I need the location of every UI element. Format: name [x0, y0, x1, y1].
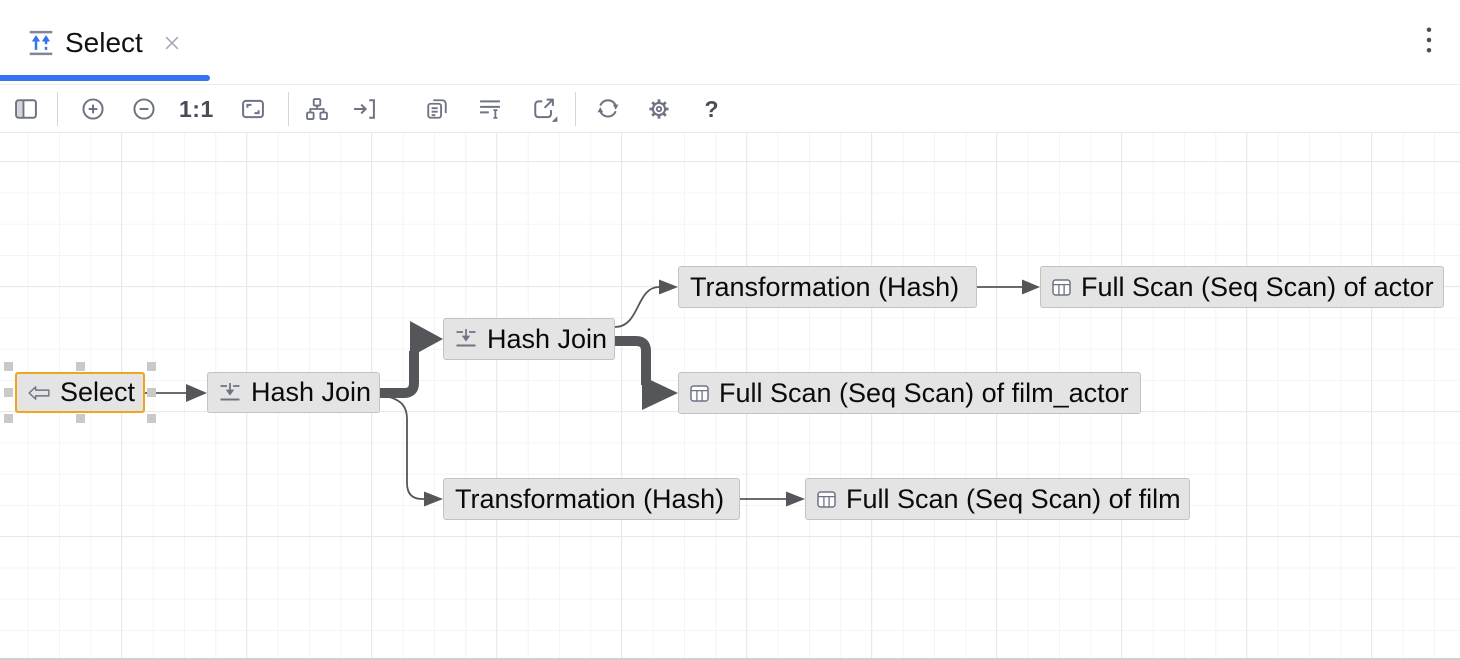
zoom-out-button[interactable]: [129, 94, 159, 124]
plan-node-full-scan-actor[interactable]: Full Scan (Seq Scan) of actor: [1040, 266, 1444, 308]
join-icon: [219, 382, 241, 404]
export-diagram-button[interactable]: [529, 94, 559, 124]
selection-handle[interactable]: [147, 388, 156, 397]
edge-hash-join-2-to-transformation-top: [614, 279, 678, 328]
refresh-button[interactable]: [593, 94, 623, 124]
edge-hash-join-1-to-transformation-bottom: [385, 395, 443, 507]
edge-hash-join-2-to-full-scan-film-actor: [615, 336, 678, 410]
selection-handle[interactable]: [4, 388, 13, 397]
toolbar-separator: [574, 92, 576, 126]
edges-layer: [145, 279, 1040, 507]
selection-handle[interactable]: [147, 362, 156, 371]
toolbar-separator: [57, 92, 58, 126]
settings-button[interactable]: [644, 94, 674, 124]
selection-handle[interactable]: [75, 414, 85, 423]
plan-node-hash-join-2[interactable]: Hash Join: [443, 318, 615, 360]
node-label: Hash Join: [251, 377, 372, 407]
settings-gear-icon: [645, 95, 673, 123]
node-label: Transformation (Hash): [690, 271, 960, 302]
arrowhead: [424, 491, 443, 507]
actual-size-button-label: 1:1: [179, 95, 214, 122]
plan-node-transformation-top[interactable]: Transformation (Hash): [678, 266, 977, 308]
tab-bar: Select: [0, 0, 1460, 85]
plan-node-full-scan-film-actor[interactable]: Full Scan (Seq Scan) of film_actor: [678, 372, 1141, 414]
refresh-icon: [594, 95, 622, 123]
execution-plan-icon: [26, 28, 56, 58]
arrowhead: [1022, 279, 1040, 295]
table-icon: [690, 384, 709, 402]
arrowhead: [410, 321, 443, 357]
selection-handle[interactable]: [4, 414, 13, 423]
node-label: Full Scan (Seq Scan) of actor: [1081, 271, 1434, 302]
focus-frame-icon: [350, 95, 378, 123]
panel-left-icon: [12, 95, 40, 123]
node-label: Hash Join: [487, 323, 608, 354]
panel-toggle-button[interactable]: [11, 94, 41, 124]
plan-node-transformation-bottom[interactable]: Transformation (Hash): [443, 478, 740, 520]
node-label: Full Scan (Seq Scan) of film_actor: [719, 377, 1129, 408]
export-icon: [530, 95, 558, 123]
arrowhead: [642, 376, 678, 410]
select-arrow-icon: [28, 385, 50, 401]
node-label: Select: [60, 377, 136, 407]
layout-hierarchy-icon: [303, 95, 331, 123]
arrowhead: [186, 384, 207, 402]
arrowhead: [659, 279, 678, 295]
toolbar-separator: [287, 92, 289, 126]
diagram-toolbar: 1:1?: [0, 86, 1460, 133]
zoom-in-icon: [79, 95, 107, 123]
arrowhead: [786, 491, 805, 507]
active-tab-indicator: [0, 75, 210, 81]
copy-diagram-button[interactable]: [422, 94, 452, 124]
copy-plan-icon: [423, 95, 451, 123]
scroll-to-source-button[interactable]: [349, 94, 379, 124]
edge-transformation-top-to-full-scan-actor: [977, 279, 1040, 295]
plan-node-hash-join-1[interactable]: Hash Join: [207, 372, 380, 413]
help-button[interactable]: ?: [697, 94, 727, 124]
apply-layout-button[interactable]: [302, 94, 332, 124]
table-icon: [817, 490, 836, 508]
zoom-in-button[interactable]: [78, 94, 108, 124]
plan-node-full-scan-film[interactable]: Full Scan (Seq Scan) of film: [805, 478, 1190, 520]
tab-select[interactable]: Select: [0, 0, 210, 85]
fit-content-icon: [239, 95, 267, 123]
actual-size-button[interactable]: 1:1: [179, 94, 214, 124]
plan-text-icon: [476, 95, 504, 123]
node-label: Transformation (Hash): [455, 483, 725, 514]
table-icon: [1052, 278, 1071, 296]
edge-transformation-bottom-to-full-scan-film: [740, 491, 805, 507]
join-icon: [455, 328, 477, 350]
edge-hash-join-1-to-hash-join-2: [380, 321, 443, 398]
tab-label: Select: [65, 26, 143, 58]
help-button-label: ?: [704, 95, 720, 122]
selection-handle[interactable]: [4, 362, 13, 371]
node-label: Full Scan (Seq Scan) of film: [846, 483, 1181, 514]
show-plan-text-button[interactable]: [475, 94, 505, 124]
close-tab-icon[interactable]: [162, 33, 182, 53]
more-options-button[interactable]: [1414, 25, 1444, 55]
selection-handle[interactable]: [147, 414, 156, 423]
selection-handle[interactable]: [75, 362, 85, 371]
zoom-out-icon: [130, 95, 158, 123]
window-bottom-edge: [0, 658, 1460, 660]
fit-content-button[interactable]: [238, 94, 268, 124]
plan-node-select[interactable]: Select: [15, 372, 145, 413]
